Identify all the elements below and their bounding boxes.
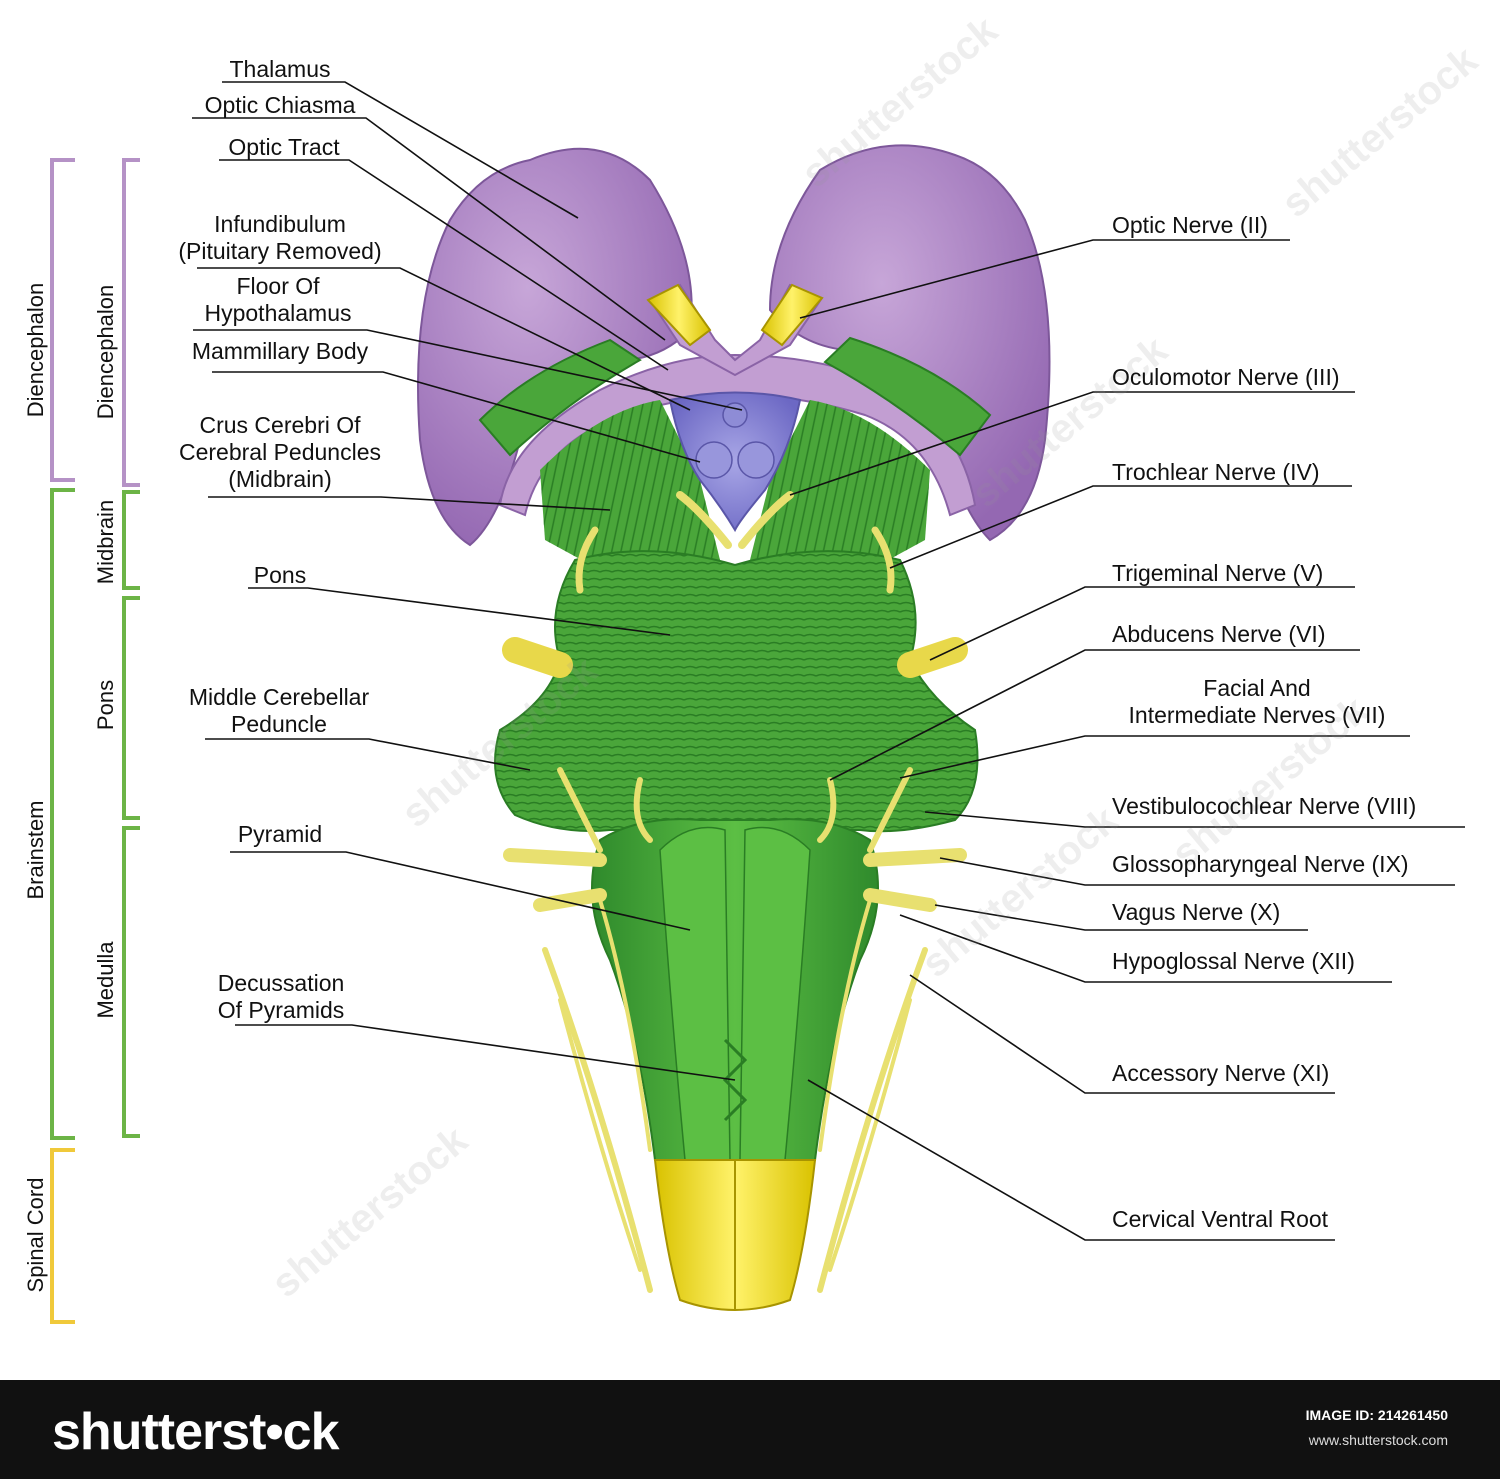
leader-lines (192, 81, 1465, 1241)
label-decussation: Decussation Of Pyramids (218, 970, 345, 1024)
label-infundibulum: Infundibulum (Pituitary Removed) (178, 211, 381, 265)
label-cervical-ventral-root: Cervical Ventral Root (1112, 1206, 1328, 1233)
cerebral-peduncles (540, 400, 930, 570)
label-line: Vestibulocochlear Nerve (VIII) (1112, 793, 1417, 819)
label-oculomotor-nerve: Oculomotor Nerve (III) (1112, 364, 1340, 391)
label-optic-tract: Optic Tract (228, 134, 339, 161)
optic-nerves (646, 283, 824, 377)
label-line: Oculomotor Nerve (III) (1112, 364, 1340, 390)
region-label-pons: Pons (93, 679, 118, 731)
label-line: (Pituitary Removed) (178, 238, 382, 264)
label-line: Intermediate Nerves (VII) (1128, 702, 1386, 728)
label-hypoglossal-nerve: Hypoglossal Nerve (XII) (1112, 948, 1355, 975)
label-line: Cervical Ventral Root (1112, 1206, 1329, 1232)
label-line: Decussation (217, 970, 345, 996)
label-line: Of Pyramids (217, 997, 345, 1023)
label-trigeminal-nerve: Trigeminal Nerve (V) (1112, 560, 1323, 587)
label-optic-chiasma: Optic Chiasma (205, 92, 356, 119)
label-glossopharyngeal-nerve: Glossopharyngeal Nerve (IX) (1112, 851, 1409, 878)
region-label-diencephalon-inner: Diencephalon (93, 284, 118, 420)
label-line: Vagus Nerve (X) (1112, 899, 1281, 925)
label-pons: Pons (254, 562, 306, 589)
region-label-spinal-cord: Spinal Cord (23, 1177, 48, 1293)
label-pyramid: Pyramid (238, 821, 322, 848)
region-label-brainstem: Brainstem (23, 800, 48, 900)
label-line: Cerebral Peduncles (178, 439, 382, 465)
footer-bar: shutterst•ck IMAGE ID: 214261450 www.shu… (0, 1380, 1500, 1479)
shutterstock-logo: shutterst•ck (52, 1403, 340, 1461)
label-accessory-nerve: Accessory Nerve (XI) (1112, 1060, 1329, 1087)
hypothalamus-shape (668, 391, 802, 533)
label-middle-cerebellar-peduncle: Middle Cerebellar Peduncle (189, 684, 369, 738)
label-mammillary-body: Mammillary Body (192, 338, 368, 365)
region-label-medulla: Medulla (93, 941, 118, 1019)
label-line: Abducens Nerve (VI) (1112, 621, 1326, 647)
label-line: Thalamus (229, 56, 331, 82)
label-line: Pons (253, 562, 307, 588)
label-line: Hypoglossal Nerve (XII) (1112, 948, 1355, 974)
label-line: Optic Chiasma (204, 92, 356, 118)
cranial-nerves (502, 491, 968, 1293)
label-line: Trochlear Nerve (IV) (1112, 459, 1320, 485)
label-line: Accessory Nerve (XI) (1112, 1060, 1330, 1086)
brainstem-diagram: shutterstock shutterstock shutterstock s… (23, 8, 1486, 1324)
label-line: Hypothalamus (204, 300, 352, 326)
label-abducens-nerve: Abducens Nerve (VI) (1112, 621, 1325, 648)
label-line: Floor Of (236, 273, 320, 299)
label-trochlear-nerve: Trochlear Nerve (IV) (1112, 459, 1319, 486)
label-line: Optic Nerve (II) (1112, 212, 1268, 238)
label-floor-hypothalamus: Floor Of Hypothalamus (204, 273, 351, 327)
region-label-diencephalon-outer: Diencephalon (23, 282, 48, 418)
label-line: Pyramid (237, 821, 323, 847)
label-optic-nerve: Optic Nerve (II) (1112, 212, 1268, 239)
label-line: Mammillary Body (191, 338, 369, 364)
label-line: Crus Cerebri Of (199, 412, 361, 438)
label-line: Glossopharyngeal Nerve (IX) (1112, 851, 1409, 877)
label-thalamus: Thalamus (230, 56, 331, 83)
brainstem-illustration (50, 81, 1465, 1324)
label-line: Trigeminal Nerve (V) (1112, 560, 1324, 586)
medulla-shape (591, 818, 879, 1161)
region-brackets (50, 158, 140, 1324)
label-vestibulocochlear-nerve: Vestibulocochlear Nerve (VIII) (1112, 793, 1416, 820)
label-line: Peduncle (231, 711, 327, 737)
label-line: Middle Cerebellar (188, 684, 370, 710)
label-line: Infundibulum (214, 211, 346, 237)
label-vagus-nerve: Vagus Nerve (X) (1112, 899, 1280, 926)
label-crus-cerebri: Crus Cerebri Of Cerebral Peduncles (Midb… (179, 412, 381, 493)
label-line: Facial And (1203, 675, 1311, 701)
image-id: IMAGE ID: 214261450 (1305, 1407, 1448, 1423)
region-label-midbrain: Midbrain (93, 499, 118, 585)
lateral-geniculate (478, 336, 992, 457)
label-line: (Midbrain) (228, 466, 332, 492)
label-line: Optic Tract (228, 134, 340, 160)
label-facial-nerves: Facial And Intermediate Nerves (VII) (1129, 675, 1386, 729)
site-url: www.shutterstock.com (1308, 1432, 1448, 1448)
